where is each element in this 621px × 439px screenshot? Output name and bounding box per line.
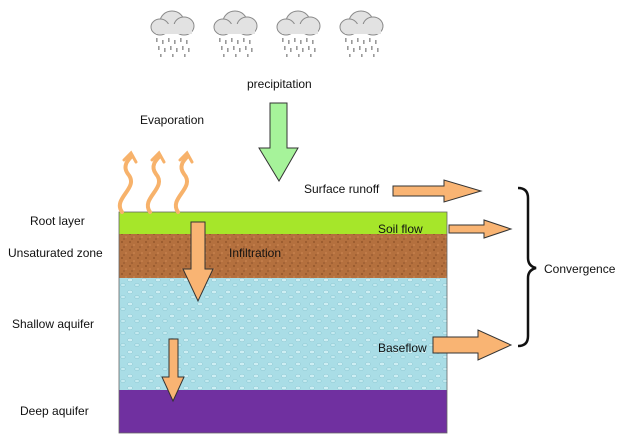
- rain-cloud-icon: [150, 10, 195, 58]
- deep-aquifer-layer: [119, 390, 447, 433]
- baseflow-label: Baseflow: [378, 341, 427, 355]
- shallow-aquifer-layer: [119, 278, 447, 390]
- deep-aquifer-label: Deep aquifer: [20, 404, 89, 418]
- soil-flow-arrow: [448, 219, 513, 239]
- surface-runoff-label: Surface runoff: [304, 182, 380, 196]
- precipitation-arrow: [258, 102, 299, 182]
- precipitation-label: precipitation: [247, 77, 312, 91]
- rain-cloud-icon: [213, 10, 258, 58]
- infiltration-label: Infiltration: [229, 246, 282, 260]
- rain-cloud-icon: [276, 10, 321, 58]
- shallow-aquifer-label: Shallow aquifer: [12, 317, 95, 331]
- rain-cloud-icon: [339, 10, 384, 58]
- surface-runoff-arrow: [392, 179, 483, 203]
- evaporation-label: Evaporation: [140, 113, 205, 127]
- evaporation-wave-icon: [117, 150, 194, 214]
- infiltration-arrow: [182, 221, 214, 303]
- soil-flow-label: Soil flow: [378, 222, 423, 236]
- deep-percolation-arrow: [161, 338, 185, 403]
- layers-outline: [118, 211, 448, 434]
- convergence-brace: [517, 186, 537, 348]
- root-layer-label: Root layer: [30, 214, 85, 228]
- baseflow-arrow: [432, 329, 513, 361]
- convergence-label: Convergence: [544, 262, 616, 276]
- unsaturated-zone-label: Unsaturated zone: [8, 246, 103, 260]
- unsaturated-zone-layer: [119, 234, 447, 278]
